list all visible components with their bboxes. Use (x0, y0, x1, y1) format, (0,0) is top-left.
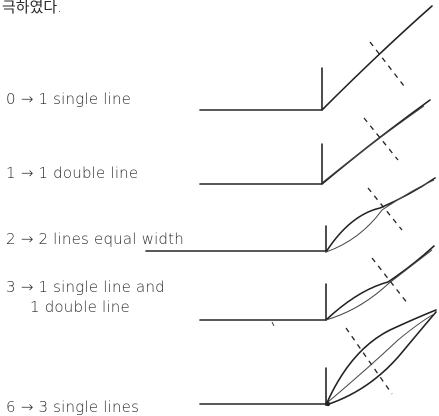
row-3: 3 → 1 single line and 1 double line (6, 245, 435, 321)
row-2-branch-upper (325, 177, 436, 253)
row-4-branch-middle (327, 313, 435, 403)
row-3-branch-lower (325, 249, 433, 321)
row-1-cut-line (363, 117, 399, 161)
row-0-branch (321, 5, 433, 111)
row-3-branch-upper (325, 245, 435, 321)
row-4-branch-outer-upper (325, 309, 437, 406)
row-3-label-line2: 1 double line (30, 298, 130, 316)
row-0-baseline (199, 67, 323, 111)
row-0: 0 → 1 single line (6, 5, 433, 111)
row-4-cut-line (345, 327, 393, 395)
row-1-branch-inner (322, 105, 425, 183)
row-0-cut-line (369, 41, 405, 87)
row-2-branch-lower (325, 179, 435, 253)
header-fragment: 극하였다. (2, 0, 62, 16)
row-0-label: 0 → 1 single line (6, 90, 131, 108)
row-4-baseline (199, 367, 327, 405)
row-1-baseline (199, 143, 323, 185)
row-2-cut-line (367, 187, 403, 231)
row-4-label: 6 → 3 single lines (6, 398, 139, 416)
scan-mark (271, 321, 275, 327)
row-4-branch-outer-lower (325, 311, 437, 406)
row-2: 2 → 2 lines equal width (6, 177, 436, 253)
row-1-branch-outer (321, 99, 431, 185)
row-2-label: 2 → 2 lines equal width (6, 230, 184, 248)
row-1: 1 → 1 double line (6, 99, 431, 185)
row-4: 6 → 3 single lines (6, 309, 437, 416)
row-3-label-line1: 3 → 1 single line and (6, 278, 165, 296)
row-3-baseline (199, 283, 327, 321)
row-4-junction-dot (325, 401, 331, 407)
row-1-label: 1 → 1 double line (6, 164, 138, 182)
